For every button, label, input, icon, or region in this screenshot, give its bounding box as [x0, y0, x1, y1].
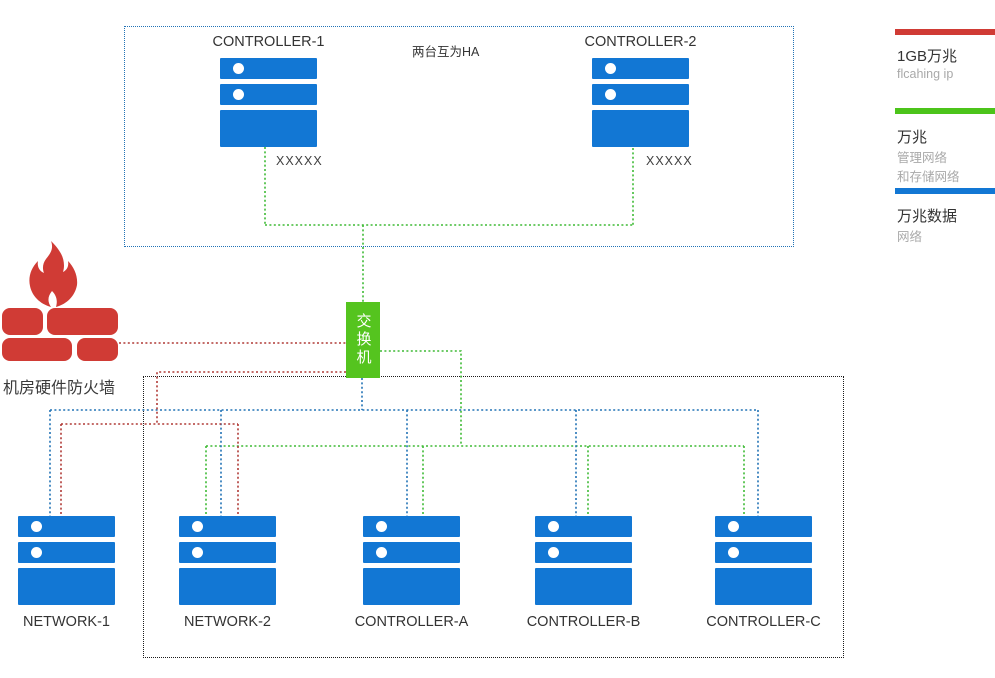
controller-c-server-icon [715, 516, 812, 610]
legend-bar-blue [895, 188, 995, 194]
ha-group-box [124, 26, 794, 247]
server-led-icon [376, 547, 387, 558]
server-bar [220, 58, 317, 79]
server-bar [592, 84, 689, 105]
legend-sub-storage: 和存储网络 [897, 170, 960, 184]
server-led-icon [31, 521, 42, 532]
server-bar [220, 84, 317, 105]
controller-1-server-icon [220, 58, 317, 152]
network-1-server-icon [18, 516, 115, 610]
server-led-icon [233, 89, 244, 100]
controller-1-port-label: XXXXX [276, 154, 323, 168]
server-bar [18, 568, 115, 605]
firewall-brick [77, 338, 118, 361]
controller-b-label: CONTROLLER-B [526, 614, 641, 630]
server-bar [18, 542, 115, 563]
server-bar [18, 516, 115, 537]
server-bar [363, 542, 460, 563]
server-bar [179, 542, 276, 563]
server-bar [220, 110, 317, 147]
server-bar [179, 568, 276, 605]
firewall-label: 机房硬件防火墙 [3, 380, 116, 397]
server-led-icon [605, 63, 616, 74]
server-bar [363, 568, 460, 605]
server-led-icon [192, 521, 203, 532]
server-led-icon [548, 521, 559, 532]
server-led-icon [376, 521, 387, 532]
legend-sub-flcahing-ip: flcahing ip [897, 67, 954, 81]
legend-title-10g-data: 万兆数据 [897, 208, 958, 225]
firewall-brick [47, 308, 118, 335]
controller-b-server-icon [535, 516, 632, 610]
server-bar [715, 516, 812, 537]
server-bar [179, 516, 276, 537]
network-2-server-icon [179, 516, 276, 610]
bottom-group-box [143, 376, 844, 658]
controller-c-label: CONTROLLER-C [706, 614, 821, 630]
server-led-icon [31, 547, 42, 558]
legend-bar-green [895, 108, 995, 114]
firewall-brick [2, 308, 43, 335]
server-led-icon [728, 521, 739, 532]
controller-1-label: CONTROLLER-1 [212, 34, 325, 50]
legend-bar-red [895, 29, 995, 35]
legend-sub-network: 网络 [897, 230, 923, 244]
legend-title-10g: 万兆 [897, 129, 928, 146]
switch-label: 交换机 [354, 313, 372, 367]
firewall-flame-icon [29, 241, 78, 307]
server-bar [535, 516, 632, 537]
server-bar [715, 568, 812, 605]
controller-2-server-icon [592, 58, 689, 152]
server-led-icon [192, 547, 203, 558]
server-bar [715, 542, 812, 563]
server-led-icon [548, 547, 559, 558]
server-bar [363, 516, 460, 537]
network-1-label: NETWORK-1 [23, 614, 110, 630]
server-bar [592, 58, 689, 79]
server-bar [535, 542, 632, 563]
ha-note: 两台互为HA [412, 45, 480, 59]
server-bar [535, 568, 632, 605]
network-2-label: NETWORK-2 [184, 614, 271, 630]
controller-a-label: CONTROLLER-A [354, 614, 469, 630]
server-led-icon [605, 89, 616, 100]
firewall-brick [2, 338, 72, 361]
controller-2-label: CONTROLLER-2 [584, 34, 697, 50]
legend-sub-mgmt: 管理网络 [897, 151, 948, 165]
controller-a-server-icon [363, 516, 460, 610]
server-led-icon [233, 63, 244, 74]
controller-2-port-label: XXXXX [646, 154, 693, 168]
legend-title-1gb: 1GB万兆 [897, 48, 958, 65]
server-bar [592, 110, 689, 147]
switch-node: 交换机 [346, 302, 380, 378]
server-led-icon [728, 547, 739, 558]
